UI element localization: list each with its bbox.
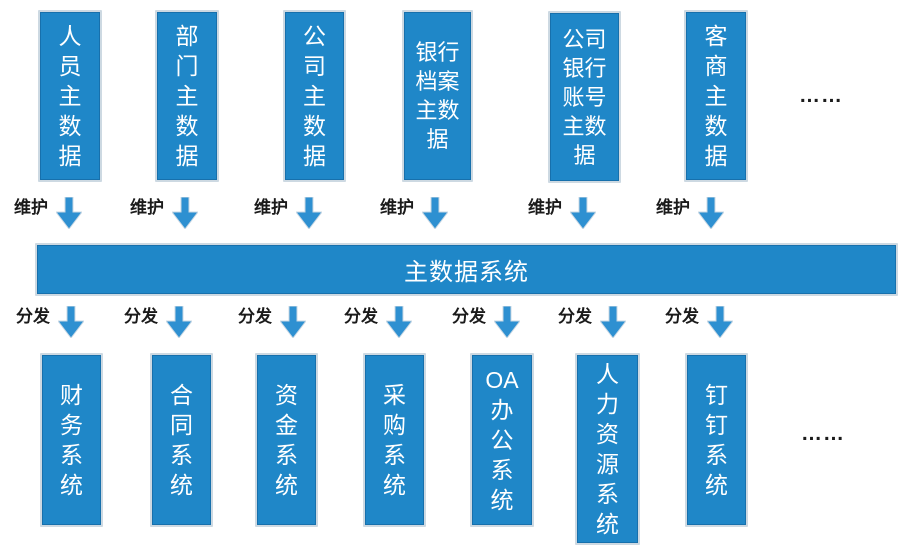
target-box-hr: 人 力 资 源 系 统 bbox=[575, 353, 640, 545]
down-arrow-icon bbox=[296, 197, 322, 229]
distribute-label: 分发 bbox=[124, 307, 158, 326]
targets-ellipsis: …… bbox=[801, 422, 845, 445]
down-arrow-icon bbox=[707, 306, 733, 338]
source-box-customer-vendor: 客 商 主 数 据 bbox=[684, 10, 748, 182]
target-box-procurement-label: 采 购 系 统 bbox=[383, 382, 406, 498]
down-arrow-icon bbox=[570, 197, 596, 229]
source-box-department-label: 部 门 主 数 据 bbox=[175, 23, 199, 169]
down-arrow-icon bbox=[56, 197, 82, 229]
distribute-label: 分发 bbox=[452, 307, 486, 326]
distribute-arrow-group: 分发 bbox=[558, 306, 626, 338]
source-box-company-label: 公 司 主 数 据 bbox=[303, 23, 326, 169]
distribute-label: 分发 bbox=[558, 307, 592, 326]
master-data-system-bar-label: 主数据系统 bbox=[404, 259, 529, 286]
down-arrow-icon bbox=[494, 306, 520, 338]
distribute-arrow-group: 分发 bbox=[452, 306, 520, 338]
source-box-company-bank-account-label: 公司 银行 账号 主数 据 bbox=[562, 26, 607, 168]
maintain-arrow-group: 维护 bbox=[528, 197, 596, 229]
distribute-label: 分发 bbox=[665, 307, 699, 326]
distribute-label: 分发 bbox=[16, 307, 50, 326]
maintain-label: 维护 bbox=[254, 198, 288, 217]
distribute-arrow-group: 分发 bbox=[16, 306, 84, 338]
target-box-dingtalk: 钉 钉 系 统 bbox=[685, 353, 748, 527]
down-arrow-icon bbox=[280, 306, 306, 338]
distribute-arrow-group: 分发 bbox=[665, 306, 733, 338]
down-arrow-icon bbox=[698, 197, 724, 229]
maintain-label: 维护 bbox=[14, 198, 48, 217]
maintain-label: 维护 bbox=[130, 198, 164, 217]
target-box-procurement: 采 购 系 统 bbox=[363, 353, 426, 527]
distribute-arrow-group: 分发 bbox=[124, 306, 192, 338]
sources-ellipsis: …… bbox=[799, 84, 843, 107]
down-arrow-icon bbox=[422, 197, 448, 229]
target-box-contract: 合 同 系 统 bbox=[150, 353, 213, 527]
distribute-arrow-group: 分发 bbox=[238, 306, 306, 338]
maintain-label: 维护 bbox=[380, 198, 414, 217]
maintain-arrow-group: 维护 bbox=[14, 197, 82, 229]
down-arrow-icon bbox=[386, 306, 412, 338]
maintain-arrow-group: 维护 bbox=[656, 197, 724, 229]
target-box-contract-label: 合 同 系 统 bbox=[170, 382, 193, 498]
master-data-system-bar: 主数据系统 bbox=[35, 243, 898, 296]
target-box-dingtalk-label: 钉 钉 系 统 bbox=[705, 382, 728, 498]
target-box-oa-office-label: OA 办 公 系 统 bbox=[485, 367, 519, 513]
source-box-department: 部 门 主 数 据 bbox=[155, 10, 219, 182]
target-box-hr-label: 人 力 资 源 系 统 bbox=[596, 361, 619, 537]
distribute-label: 分发 bbox=[344, 307, 378, 326]
source-box-bank-archive-label: 银行 档案 主数 据 bbox=[415, 40, 460, 152]
target-box-funds-label: 资 金 系 统 bbox=[275, 382, 298, 498]
target-box-oa-office: OA 办 公 系 统 bbox=[470, 353, 534, 527]
target-box-finance-label: 财 务 系 统 bbox=[60, 382, 83, 498]
source-box-personnel-label: 人 员 主 数 据 bbox=[58, 23, 82, 169]
maintain-arrow-group: 维护 bbox=[254, 197, 322, 229]
maintain-label: 维护 bbox=[528, 198, 562, 217]
distribute-label: 分发 bbox=[238, 307, 272, 326]
source-box-bank-archive: 银行 档案 主数 据 bbox=[402, 10, 473, 182]
maintain-arrow-group: 维护 bbox=[130, 197, 198, 229]
maintain-arrow-group: 维护 bbox=[380, 197, 448, 229]
distribute-arrow-group: 分发 bbox=[344, 306, 412, 338]
source-box-company: 公 司 主 数 据 bbox=[283, 10, 346, 182]
source-box-company-bank-account: 公司 银行 账号 主数 据 bbox=[548, 11, 621, 183]
source-box-customer-vendor-label: 客 商 主 数 据 bbox=[704, 23, 728, 169]
maintain-label: 维护 bbox=[656, 198, 690, 217]
target-box-finance: 财 务 系 统 bbox=[40, 353, 103, 527]
down-arrow-icon bbox=[600, 306, 626, 338]
source-box-personnel: 人 员 主 数 据 bbox=[38, 10, 102, 182]
down-arrow-icon bbox=[172, 197, 198, 229]
target-box-funds: 资 金 系 统 bbox=[255, 353, 318, 527]
down-arrow-icon bbox=[166, 306, 192, 338]
down-arrow-icon bbox=[58, 306, 84, 338]
